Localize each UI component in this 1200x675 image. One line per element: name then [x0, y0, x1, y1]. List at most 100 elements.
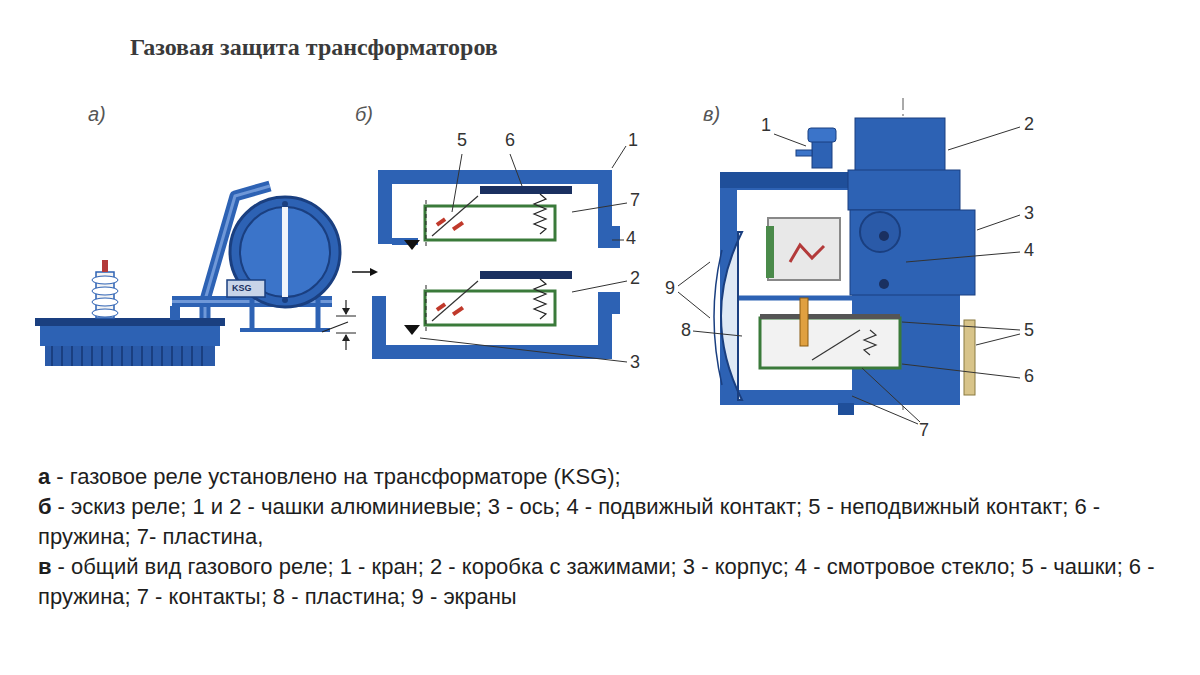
drawing-part [322, 322, 348, 332]
drawing-part [906, 252, 1020, 262]
drawing-part [855, 118, 945, 173]
callout-number: 3 [630, 352, 640, 373]
callout-number: 9 [665, 278, 675, 299]
drawing-part [342, 334, 350, 341]
drawing-part [92, 298, 118, 306]
drawing-part [336, 316, 356, 317]
drawing-part [161, 346, 163, 366]
drawing-part [768, 218, 840, 280]
drawing-part [404, 240, 420, 250]
drawing-part [760, 314, 900, 319]
drawing-part [678, 127, 1020, 424]
drawing-part [316, 300, 321, 330]
drawing-part [141, 346, 143, 366]
caption-letter: в [38, 554, 52, 579]
drawing-part [796, 150, 812, 156]
relay-mark: KSG [232, 283, 252, 294]
drawing-part [766, 226, 774, 278]
drawing-part [598, 170, 612, 230]
drawing-part [977, 215, 1020, 230]
drawing-part [378, 170, 392, 244]
drawing-part [598, 226, 620, 248]
drawing-part [864, 330, 876, 355]
callout-number: 5 [1024, 320, 1034, 341]
drawing-part [964, 320, 975, 395]
drawing-part [612, 240, 624, 241]
callout-number: 6 [1024, 366, 1034, 387]
drawing-part [572, 203, 627, 212]
transformer-figure [35, 186, 356, 366]
drawing-part [432, 281, 478, 321]
drawing-part [860, 212, 900, 252]
page-title: Газовая защита трансформаторов [130, 34, 498, 61]
figure-letter: б) [355, 103, 373, 126]
drawing-part [436, 302, 446, 311]
drawing-part [336, 333, 356, 334]
drawing-part [948, 127, 1020, 150]
drawing-part [121, 346, 123, 366]
drawing-part [45, 346, 215, 366]
caption-letter: б [38, 494, 52, 519]
drawing-part [282, 201, 288, 207]
drawing-part [720, 172, 850, 188]
drawing-part [378, 170, 612, 184]
drawing-part [452, 154, 462, 212]
drawing-part [342, 308, 350, 315]
drawing-part [35, 318, 225, 326]
drawing-part [201, 346, 203, 366]
callout-number: 7 [919, 420, 929, 441]
drawing-part [372, 345, 612, 359]
drawing-part [436, 217, 446, 226]
drawing-part [250, 300, 255, 330]
callout-number: 6 [505, 130, 515, 151]
drawing-part [372, 170, 620, 359]
drawing-part [91, 346, 93, 366]
drawing-part [760, 318, 900, 368]
drawing-part [737, 296, 852, 301]
drawing-part [352, 271, 370, 273]
caption-paragraph: в- общий вид газового реле; 1 - кран; 2 … [38, 552, 1188, 612]
drawing-part [879, 231, 889, 241]
drawing-part [480, 271, 572, 279]
drawing-part [170, 306, 180, 320]
callout-number: 8 [681, 320, 691, 341]
drawing-part [452, 221, 464, 231]
caption-block: а- газовое реле установлено на трансформ… [38, 462, 1188, 612]
drawing-part [534, 279, 546, 319]
drawing-part [51, 346, 53, 366]
caption-text: - эскиз реле; 1 и 2 - чашки алюминиевые;… [38, 494, 1100, 549]
drawing-part [879, 279, 889, 289]
drawing-part [774, 134, 806, 146]
drawing-part [92, 309, 118, 317]
drawing-part [92, 276, 118, 284]
drawing-part [572, 281, 627, 292]
drawing-part [862, 368, 920, 422]
drawing-part [790, 245, 824, 262]
drawing-part [800, 298, 808, 346]
drawing-part [191, 346, 193, 366]
relay-sketch [352, 146, 627, 362]
drawing-part [102, 260, 108, 272]
callout-number: 2 [630, 268, 640, 289]
drawing-part [426, 285, 427, 331]
drawing-part [678, 292, 710, 318]
caption-text: - общий вид газового реле; 1 - кран; 2 -… [38, 554, 1155, 609]
figure-letter: а) [88, 103, 106, 126]
drawing-part [452, 306, 464, 316]
drawing-part [420, 146, 627, 362]
drawing-part [71, 346, 73, 366]
drawing-part [92, 287, 118, 295]
drawing-part [838, 403, 854, 415]
drawing-part [902, 364, 1020, 378]
drawing-part [370, 268, 378, 276]
drawing-part [848, 170, 960, 210]
drawing-part [534, 194, 546, 234]
callout-number: 5 [457, 130, 467, 151]
drawing-part [850, 210, 975, 295]
caption-letter: а [38, 464, 50, 489]
callout-number: 4 [1024, 240, 1034, 261]
drawing-part [510, 154, 522, 186]
drawing-part [678, 262, 710, 286]
drawing-part [812, 330, 860, 360]
